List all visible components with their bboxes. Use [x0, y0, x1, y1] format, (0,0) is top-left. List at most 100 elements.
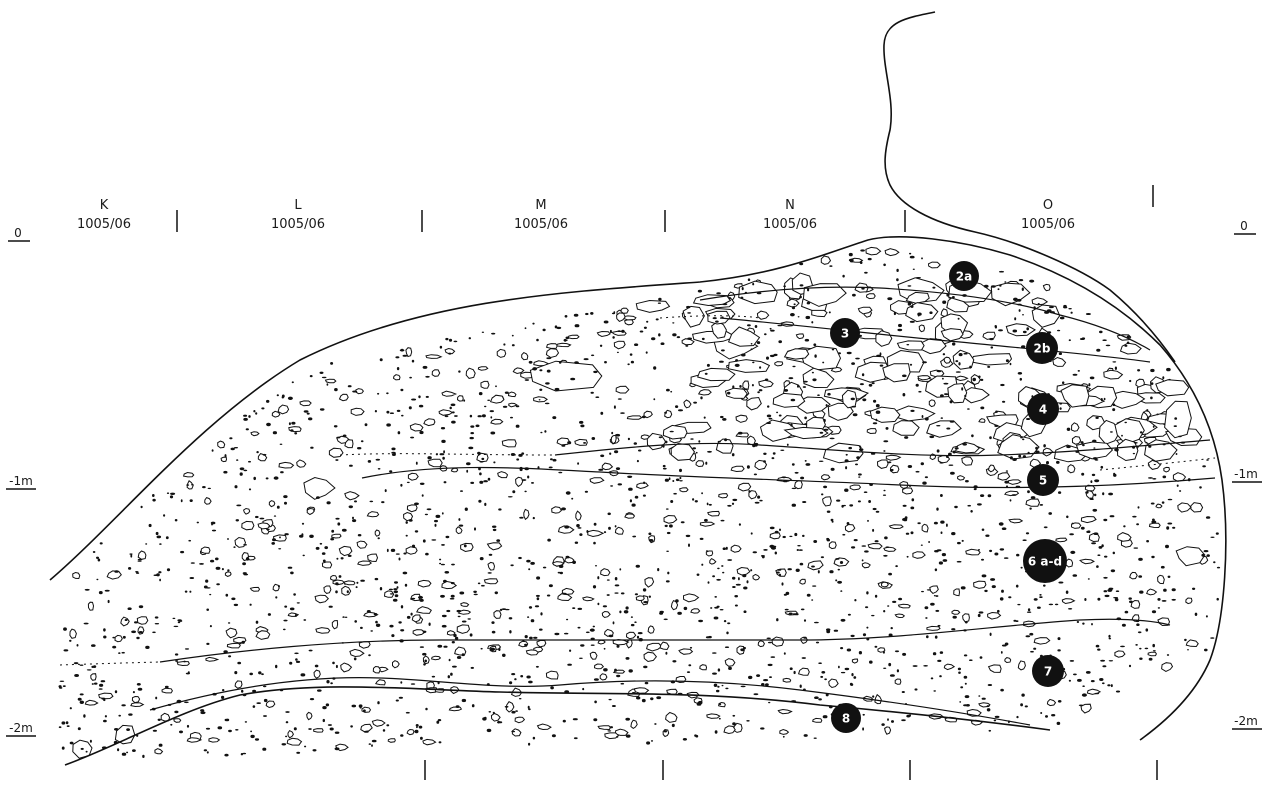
pebble [812, 378, 817, 382]
pebble [776, 618, 779, 622]
stone [224, 571, 232, 577]
pebble [868, 383, 873, 387]
stone [87, 601, 95, 611]
pebble [1144, 647, 1149, 650]
pebble [672, 660, 677, 663]
pebble [89, 739, 92, 743]
stone [477, 366, 489, 371]
pebble [769, 676, 772, 678]
pebble [389, 624, 394, 628]
pebble [778, 573, 782, 577]
pebble [791, 503, 796, 507]
pebble [154, 623, 160, 625]
pebble [443, 481, 447, 484]
pebble [1048, 512, 1052, 515]
pebble [1112, 408, 1116, 412]
pebble [659, 612, 664, 615]
pebble [1000, 688, 1004, 692]
pebble [1078, 704, 1084, 707]
pebble [1129, 600, 1133, 604]
pebble [741, 287, 744, 291]
pebble [77, 697, 82, 701]
stone [757, 640, 765, 648]
pebble [1216, 566, 1221, 569]
pebble [621, 329, 625, 333]
stone [587, 529, 605, 538]
stone [356, 540, 368, 549]
pebble [801, 657, 806, 659]
pebble [1068, 339, 1071, 342]
pebble [1059, 402, 1063, 405]
pebble [152, 631, 156, 634]
pebble [159, 578, 162, 582]
pebble [811, 371, 814, 374]
pebble [448, 338, 453, 342]
stone [735, 414, 748, 423]
pebble [481, 584, 485, 587]
pebble [619, 568, 622, 571]
pebble [846, 351, 852, 355]
pebble [926, 635, 929, 639]
pebble [202, 486, 206, 489]
pebble [1000, 383, 1005, 387]
stone [286, 737, 303, 746]
stone [545, 670, 559, 680]
pebble [1161, 600, 1167, 602]
pebble [1000, 651, 1003, 654]
stone [697, 389, 712, 396]
stone [186, 737, 203, 743]
pebble [1139, 590, 1144, 594]
pebble [933, 595, 936, 597]
pebble [136, 572, 140, 574]
stone [678, 648, 694, 655]
pebble [155, 696, 158, 700]
pebble [794, 532, 798, 537]
pebble [752, 282, 755, 286]
pebble [295, 660, 301, 664]
dashed-boundary-left [339, 453, 556, 456]
pebble [456, 656, 462, 659]
pebble [59, 680, 65, 682]
pebble [449, 597, 455, 600]
pebble [604, 361, 607, 364]
pebble [205, 579, 209, 583]
pebble [643, 481, 646, 485]
pebble [288, 422, 291, 426]
pebble [864, 271, 868, 274]
pebble [166, 568, 171, 572]
pebble [379, 587, 383, 591]
pebble [316, 496, 320, 499]
stone [98, 692, 114, 700]
pebble [335, 590, 338, 594]
pebble [603, 531, 607, 534]
pebble [469, 414, 473, 418]
pebble [486, 728, 492, 733]
pebble [395, 356, 400, 359]
pebble [763, 452, 767, 455]
pebble [118, 652, 121, 654]
pebble [717, 668, 721, 672]
pebble [148, 523, 152, 528]
pebble [285, 711, 290, 713]
pebble [1102, 492, 1105, 496]
pebble [987, 684, 993, 686]
pebble [284, 605, 288, 608]
pebble [844, 488, 849, 492]
svg-text:7: 7 [1044, 665, 1052, 679]
pebble [252, 689, 257, 693]
pebble [616, 674, 621, 678]
pebble [768, 701, 771, 704]
pebble [778, 340, 782, 344]
pebble [396, 586, 399, 589]
pebble [335, 582, 339, 586]
stone [1042, 283, 1051, 292]
pebble [458, 524, 464, 527]
pebble [679, 480, 683, 482]
pebble [244, 721, 248, 723]
stone [507, 391, 517, 398]
pebble [334, 747, 340, 751]
stone [508, 402, 518, 408]
pebble [655, 318, 659, 321]
pebble [237, 661, 242, 665]
pebble [906, 714, 911, 718]
